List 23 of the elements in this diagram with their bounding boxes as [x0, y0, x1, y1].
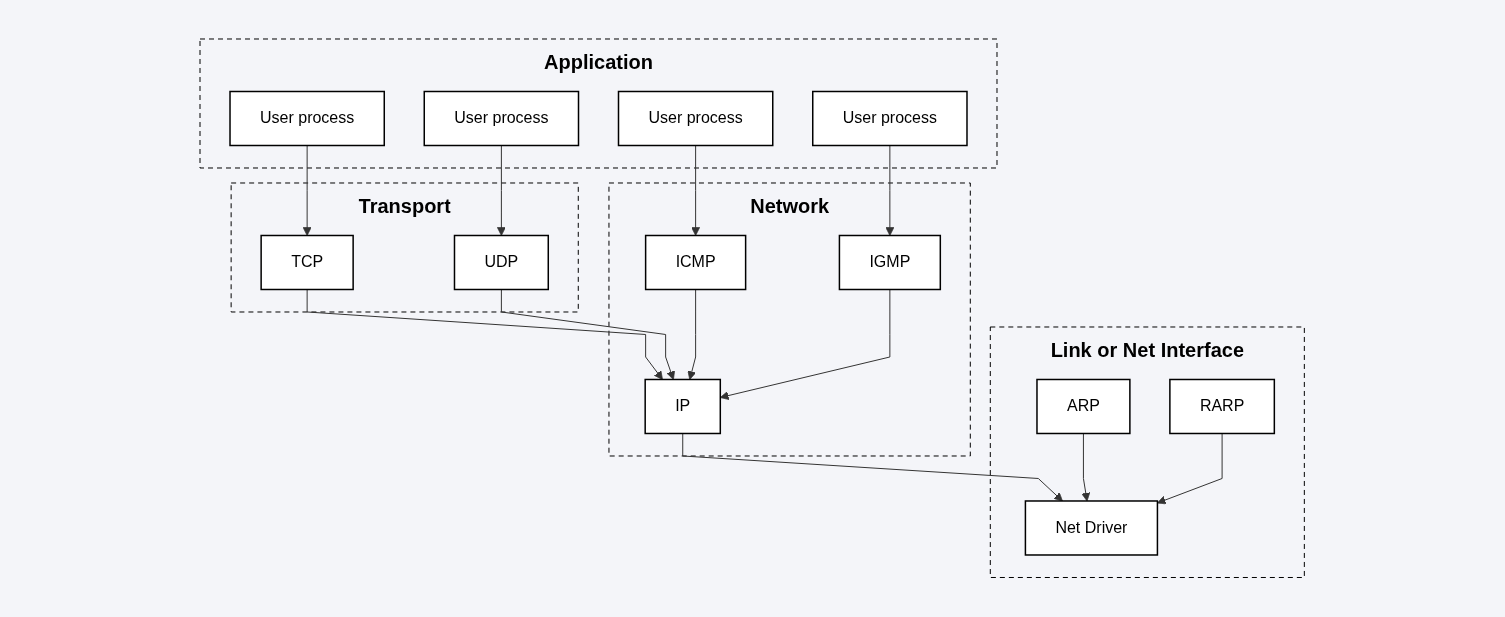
node-box: RARP [1169, 379, 1276, 435]
node-box: IP [644, 379, 722, 435]
node-box: User process [618, 91, 774, 147]
node-box: User process [423, 91, 580, 147]
node-box: User process [812, 91, 969, 147]
arrow [1157, 433, 1223, 505]
node-box: TCP [260, 235, 355, 291]
arrow [687, 289, 697, 381]
arrow [303, 145, 312, 237]
node-box: User process [229, 91, 386, 147]
arrow [1081, 433, 1091, 502]
node-box: Net Driver [1025, 500, 1159, 556]
arrow [682, 433, 1064, 502]
node-box: IGMP [839, 235, 942, 291]
arrow [720, 289, 891, 401]
arrow [691, 145, 701, 237]
node-box: ICMP [645, 235, 747, 291]
arrow [497, 145, 507, 237]
node-box: UDP [454, 235, 550, 291]
node-box: ARP [1036, 379, 1131, 435]
arrow [501, 289, 676, 381]
arrow [885, 145, 895, 237]
arrow [306, 289, 664, 381]
